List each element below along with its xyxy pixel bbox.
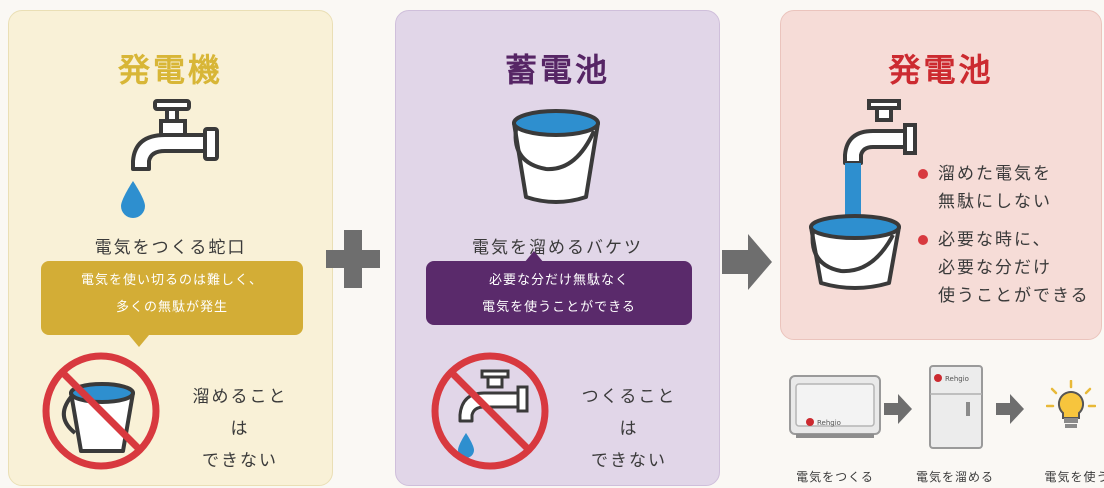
generator-note: 電気を使い切るのは難しく、 多くの無駄が発生	[41, 261, 303, 335]
no-sign-icon	[37, 347, 165, 479]
power-station-points: 溜めた電気を 無駄にしない 必要な時に、 必要な分だけ 使うことができる	[918, 160, 1098, 320]
generator-panel: 発電機 電気をつくる蛇口 電気を使い切るのは難しく、 多くの無駄が発生	[8, 10, 333, 486]
generator-note-line: 多くの無駄が発生	[115, 300, 228, 315]
storage-title: 蓄電池	[504, 51, 610, 89]
no-sign-icon	[426, 347, 554, 479]
point-item: 必要な時に、 必要な分だけ 使うことができる	[918, 226, 1098, 310]
generator-note-line: 電気を使い切るのは難しく、	[80, 273, 263, 288]
light-bulb-icon	[1045, 379, 1097, 440]
storage-cannot: つくることは できない	[574, 381, 684, 477]
storage-cannot-line: つくることは	[581, 387, 677, 439]
storage-note-line: 必要な分だけ無駄なく	[488, 273, 629, 288]
battery-cabinet-icon: Rehgio	[926, 364, 986, 454]
point-line: 使うことができる	[938, 286, 1090, 306]
faucet-icon	[121, 99, 221, 213]
storage-note-pointer	[524, 251, 544, 263]
flow-step-label: 電気を使う	[1044, 470, 1104, 484]
generator-cannot-line: できない	[202, 451, 278, 471]
storage-caption: 電気を溜めるバケツ	[472, 238, 643, 258]
generator-title: 発電機	[117, 51, 223, 89]
storage-note-line: 電気を使うことができる	[482, 300, 636, 315]
storage-panel: 蓄電池 電気を溜めるバケツ 必要な分だけ無駄なく 電気を使うことができる つくる…	[395, 10, 720, 486]
point-line: 必要な分だけ	[938, 258, 1052, 278]
storage-note: 必要な分だけ無駄なく 電気を使うことができる	[426, 261, 692, 325]
faucet-with-bucket-icon	[807, 99, 917, 303]
generator-cannot: 溜めることは できない	[185, 381, 295, 477]
arrow-right-icon	[996, 394, 1024, 428]
bullet-dot-icon	[918, 169, 928, 179]
power-station-panel: 発電池	[780, 10, 1102, 340]
generator-caption: 電気をつくる蛇口	[94, 238, 247, 258]
arrow-right-icon	[722, 234, 772, 294]
power-station-title: 発電池	[888, 51, 994, 89]
plus-icon	[324, 228, 382, 294]
water-drop-icon	[119, 179, 147, 223]
generator-note-pointer	[129, 335, 149, 347]
arrow-right-icon	[884, 394, 912, 428]
point-line: 無駄にしない	[938, 192, 1052, 212]
generator-unit-icon: Rehgio	[788, 372, 882, 444]
bullet-dot-icon	[918, 235, 928, 245]
point-line: 必要な時に、	[938, 230, 1052, 250]
flow-step-label: 電気をつくる	[796, 470, 874, 484]
brand-badge: Rehgio	[945, 375, 969, 383]
brand-badge: Rehgio	[817, 419, 841, 427]
flow-step-label: 電気を溜める	[915, 470, 994, 484]
point-line: 溜めた電気を	[938, 164, 1052, 184]
bucket-icon	[504, 101, 608, 213]
point-item: 溜めた電気を 無駄にしない	[918, 160, 1098, 216]
generator-cannot-line: 溜めることは	[192, 387, 288, 439]
storage-cannot-line: できない	[591, 451, 667, 471]
